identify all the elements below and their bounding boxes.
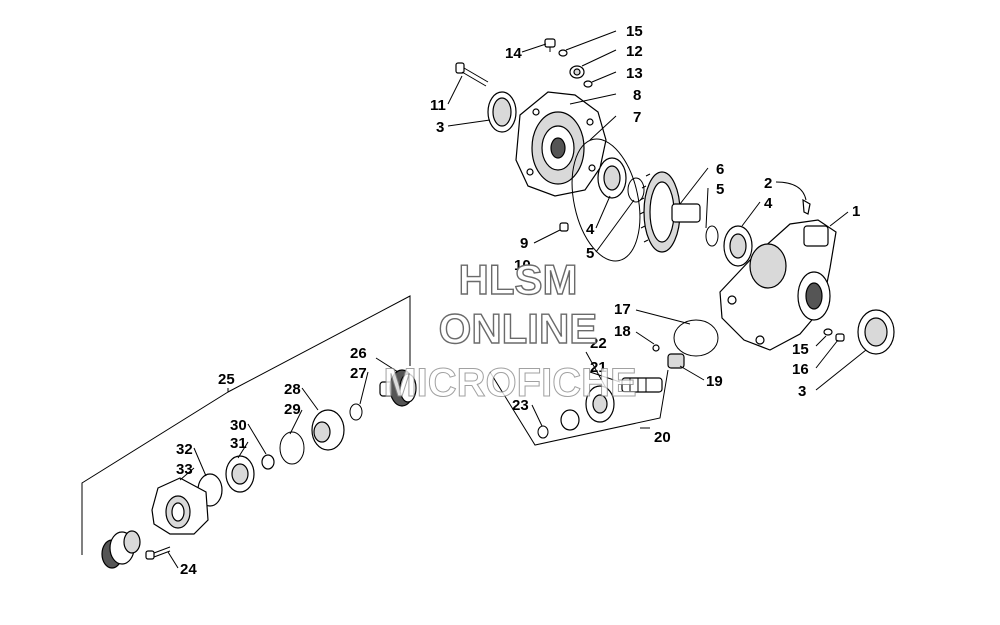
washer-15-top — [558, 49, 568, 57]
callout-2: 2 — [764, 175, 772, 192]
callout-3-right: 3 — [798, 383, 806, 400]
bolt-24 — [145, 546, 171, 560]
bearing-4-right — [723, 225, 753, 267]
shim-5-right — [705, 225, 719, 247]
callout-16: 16 — [792, 361, 809, 378]
shim-5-top — [627, 177, 645, 203]
bolt-14 — [544, 38, 556, 52]
leader-lines — [167, 30, 867, 569]
callout-28: 28 — [284, 381, 301, 398]
watermark-line-1: HLSM — [459, 256, 578, 303]
callout-1: 1 — [852, 203, 860, 220]
callout-15-top: 15 — [626, 23, 643, 40]
callout-27: 27 — [350, 365, 367, 382]
callout-31: 31 — [230, 435, 247, 452]
callout-33: 33 — [176, 461, 193, 478]
callout-11: 11 — [430, 97, 446, 114]
assembly-25-bracket — [81, 295, 411, 555]
callout-4-top: 4 — [586, 221, 595, 238]
breather-fitting-2 — [802, 198, 811, 215]
coupler-19 — [667, 353, 685, 369]
cover-housing — [515, 91, 607, 197]
callout-18: 18 — [614, 323, 631, 340]
plug-12 — [569, 65, 585, 79]
o-ring-7 — [571, 138, 641, 262]
callout-20: 20 — [654, 429, 671, 446]
callout-13: 13 — [626, 65, 643, 82]
callout-23: 23 — [512, 397, 529, 414]
callout-29: 29 — [284, 401, 301, 418]
snap-ring-23 — [537, 425, 549, 439]
watermark-line-2: ONLINE — [439, 305, 598, 352]
callout-8: 8 — [633, 87, 641, 104]
watermark-line-3: MICROFICHE — [383, 361, 636, 405]
callout-32: 32 — [176, 441, 193, 458]
bearing-4-top — [597, 157, 627, 199]
sleeve-28 — [311, 409, 345, 451]
callout-30: 30 — [230, 417, 247, 434]
callout-6: 6 — [716, 161, 724, 178]
callout-5-top: 5 — [586, 245, 594, 262]
gear-26 — [379, 369, 417, 407]
callout-5-right: 5 — [716, 181, 724, 198]
seal-3-right — [857, 309, 895, 355]
pinion-shaft-21 — [621, 377, 663, 393]
seal-3-top — [487, 91, 517, 133]
callout-22: 22 — [590, 335, 607, 352]
callout-12: 12 — [626, 43, 643, 60]
callout-21: 21 — [590, 359, 607, 376]
callout-25: 25 — [218, 371, 235, 388]
housing-33 — [151, 477, 209, 535]
callout-17: 17 — [614, 301, 631, 318]
ring-27 — [349, 403, 363, 421]
bearing-22 — [585, 385, 615, 423]
callout-15-right: 15 — [792, 341, 809, 358]
snap-ring-29 — [279, 431, 305, 465]
callout-3-top: 3 — [436, 119, 444, 136]
callout-26: 26 — [350, 345, 367, 362]
callout-10: 10 — [514, 257, 531, 274]
callout-7: 7 — [633, 109, 641, 126]
washer-15-right — [823, 328, 833, 336]
bolt-11 — [455, 62, 489, 87]
yoke-flange — [101, 530, 141, 569]
callout-19: 19 — [706, 373, 723, 390]
callout-24: 24 — [180, 561, 197, 578]
callout-14: 14 — [505, 45, 522, 62]
callout-9: 9 — [520, 235, 528, 252]
collar-30 — [261, 454, 275, 470]
bearing-31 — [225, 455, 255, 493]
plug-16 — [835, 333, 845, 342]
callout-4-right: 4 — [764, 195, 773, 212]
o-ring-18 — [652, 344, 660, 352]
assembly-20-bracket — [489, 369, 669, 446]
gasket-17 — [673, 319, 719, 357]
main-housing-1 — [719, 219, 837, 351]
plug-9 — [559, 222, 569, 232]
callout-labels: 15 14 12 13 8 7 11 3 6 5 2 4 1 4 5 9 10 … — [176, 23, 860, 578]
watermark: HLSM ONLINE MICROFICHE — [383, 255, 637, 405]
collar-23 — [560, 409, 580, 431]
o-ring-13 — [583, 80, 593, 88]
ring-gear-6 — [639, 171, 701, 253]
